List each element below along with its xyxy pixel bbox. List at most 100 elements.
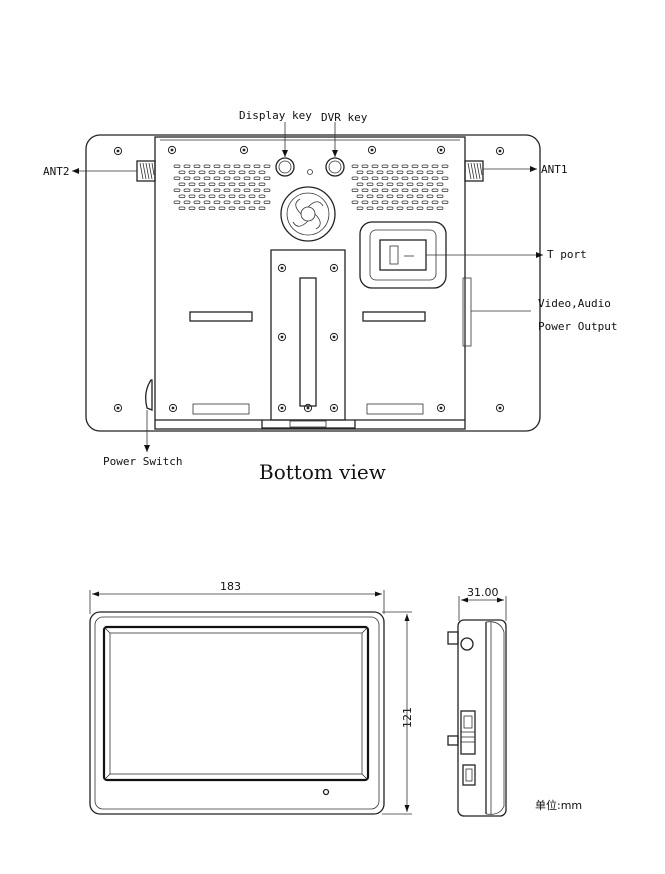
- screw-icon: [495, 403, 505, 413]
- video-audio-output-port: [462, 277, 472, 347]
- vent-slot: [258, 206, 266, 210]
- vent-slot: [243, 200, 251, 204]
- left-foot: [192, 403, 250, 415]
- vent-slot: [223, 200, 231, 204]
- vent-slot: [436, 206, 444, 210]
- video-audio-label: Video,Audio: [538, 297, 611, 310]
- vent-slot: [376, 170, 384, 174]
- left-vent-grill: [173, 164, 271, 210]
- power-led: [322, 788, 330, 796]
- vent-slot: [406, 206, 414, 210]
- vent-slot: [386, 206, 394, 210]
- screw-icon: [329, 403, 339, 413]
- vent-slot: [223, 188, 231, 192]
- screw-icon: [436, 403, 446, 413]
- vent-slot: [248, 170, 256, 174]
- right-foot: [366, 403, 424, 415]
- vent-slot: [441, 176, 449, 180]
- vent-slot: [426, 182, 434, 186]
- vent-slot: [248, 182, 256, 186]
- vent-slot: [391, 200, 399, 204]
- vent-slot: [406, 194, 414, 198]
- vent-slot: [396, 194, 404, 198]
- vent-slot: [361, 200, 369, 204]
- power-switch: [145, 379, 153, 411]
- vent-slot: [411, 164, 419, 168]
- vent-slot: [243, 164, 251, 168]
- front-bezel: [89, 611, 385, 815]
- vent-slot: [396, 182, 404, 186]
- vent-slot: [411, 200, 419, 204]
- screen: [102, 625, 370, 782]
- vent-slot: [243, 176, 251, 180]
- screw-icon: [329, 263, 339, 273]
- vent-slot: [188, 194, 196, 198]
- vent-slot: [441, 188, 449, 192]
- vent-slot: [213, 164, 221, 168]
- dvr-key-button: [325, 157, 345, 177]
- ant2-label: ANT2: [43, 165, 70, 178]
- vent-slot: [401, 188, 409, 192]
- vent-slot: [436, 170, 444, 174]
- vent-slot: [263, 164, 271, 168]
- vent-slot: [356, 170, 364, 174]
- display-key-button: [275, 157, 295, 177]
- vent-slot: [421, 200, 429, 204]
- vent-slot: [361, 176, 369, 180]
- vent-slot: [391, 164, 399, 168]
- vent-slot: [253, 164, 261, 168]
- vent-slot: [203, 188, 211, 192]
- vent-slot: [248, 194, 256, 198]
- vent-slot: [366, 182, 374, 186]
- vent-slot: [381, 176, 389, 180]
- vent-slot: [178, 182, 186, 186]
- vent-slot: [203, 164, 211, 168]
- vent-slot: [376, 182, 384, 186]
- vent-slot: [173, 200, 181, 204]
- vent-slot: [431, 176, 439, 180]
- vent-slot: [233, 176, 241, 180]
- vent-slot: [371, 176, 379, 180]
- vent-slot: [248, 206, 256, 210]
- vent-slot: [183, 188, 191, 192]
- display-key-label: Display key: [239, 109, 312, 122]
- vent-slot: [228, 194, 236, 198]
- vent-slot: [371, 188, 379, 192]
- vent-slot: [233, 164, 241, 168]
- vent-slot: [396, 170, 404, 174]
- vent-slot: [421, 164, 429, 168]
- vent-slot: [218, 194, 226, 198]
- front-view-drawing: 183 121: [89, 580, 414, 815]
- ant2-connector: [136, 160, 156, 182]
- vent-slot: [208, 194, 216, 198]
- vent-slot: [193, 164, 201, 168]
- bottom-view-drawing: Display key DVR key ANT2 ANT1 T port Vid…: [43, 109, 617, 484]
- vent-slot: [386, 194, 394, 198]
- side-connector-block: [447, 710, 476, 755]
- vent-slot: [188, 206, 196, 210]
- screw-icon: [277, 263, 287, 273]
- vent-slot: [188, 170, 196, 174]
- side-body: [457, 619, 507, 817]
- vent-slot: [188, 182, 196, 186]
- ant1-connector: [464, 160, 484, 182]
- screw-icon: [367, 145, 377, 155]
- t-port-label: T port: [547, 248, 587, 261]
- vent-slot: [381, 164, 389, 168]
- left-slot: [189, 311, 253, 322]
- vent-slot: [351, 176, 359, 180]
- vent-slot: [416, 170, 424, 174]
- vent-slot: [263, 188, 271, 192]
- vent-slot: [371, 164, 379, 168]
- vent-slot: [441, 200, 449, 204]
- vent-slot: [426, 206, 434, 210]
- vent-slot: [183, 164, 191, 168]
- vent-slot: [416, 182, 424, 186]
- unit-label: 单位:mm: [535, 798, 582, 812]
- fan-icon: [280, 186, 336, 242]
- vent-slot: [178, 194, 186, 198]
- vent-slot: [173, 176, 181, 180]
- vent-slot: [173, 188, 181, 192]
- vent-slot: [258, 182, 266, 186]
